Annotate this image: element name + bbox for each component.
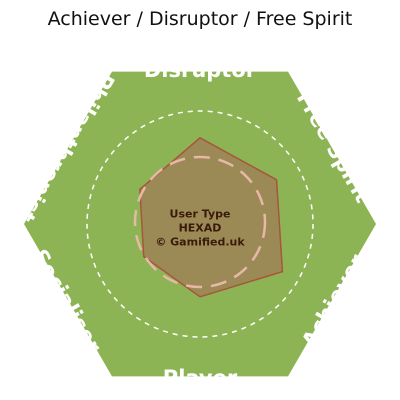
- center-text: User Type HEXAD © Gamified.uk: [155, 208, 245, 249]
- center-text-line-1: User Type: [170, 208, 231, 221]
- segment-label-disruptor: Disruptor: [144, 58, 257, 82]
- chart-title: Achiever / Disruptor / Free Spirit: [47, 8, 353, 30]
- segment-label-player: Player: [163, 366, 238, 390]
- inner-guide-circle: [133, 155, 267, 289]
- center-text-line-2: HEXAD: [179, 222, 222, 235]
- outer-guide-circle: [86, 110, 314, 338]
- center-text-line-3: © Gamified.uk: [155, 236, 245, 249]
